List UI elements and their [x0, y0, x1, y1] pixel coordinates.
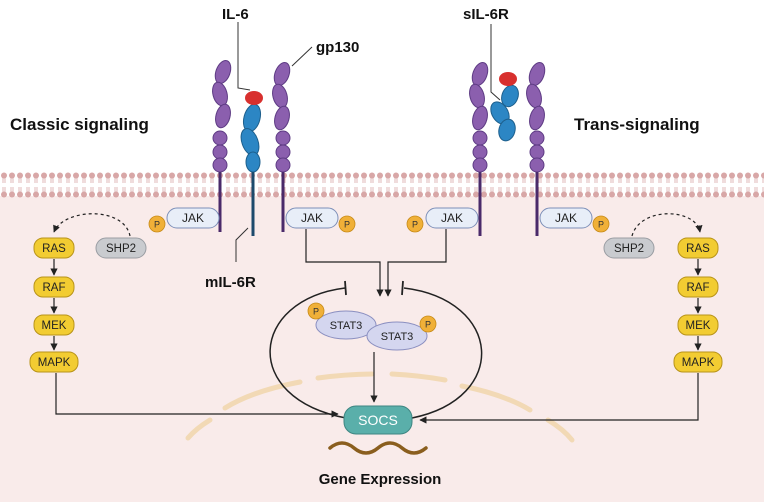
gp130-label: gp130 [316, 39, 359, 56]
p-badge-jak-left-2: P [338, 215, 356, 233]
mil6r-leader-line [235, 227, 249, 262]
mapk-right: MAPK [673, 351, 723, 373]
mapk-left: MAPK [29, 351, 79, 373]
il6-label: IL-6 [222, 6, 249, 23]
p-badge-stat3-right: P [419, 315, 437, 333]
svg-text:JAK: JAK [441, 211, 463, 225]
dna-strand [328, 441, 428, 455]
gp130-receptor-left-a [212, 59, 232, 232]
gp130-receptor-right-a [469, 61, 489, 236]
jak-right-2: JAK [539, 207, 593, 229]
svg-text:MAPK: MAPK [682, 357, 715, 369]
p-badge-jak-right-2: P [592, 215, 610, 233]
socs-inhibition-loop-right [403, 287, 483, 419]
cell-membrane [0, 172, 764, 198]
svg-text:MAPK: MAPK [38, 357, 71, 369]
inhibition-bar-left [344, 280, 347, 296]
jak-right-1: JAK [425, 207, 479, 229]
svg-text:P: P [154, 220, 160, 230]
svg-text:P: P [425, 320, 431, 330]
svg-text:P: P [598, 220, 604, 230]
svg-text:JAK: JAK [555, 211, 577, 225]
gp130-leader-line [291, 46, 313, 67]
raf-left: RAF [33, 276, 75, 298]
svg-text:RAF: RAF [687, 282, 710, 294]
mapk-to-socs-arrow-right [419, 373, 699, 424]
stat3-right: STAT3 [366, 321, 428, 351]
il6-leader-line [237, 22, 251, 91]
svg-text:SHP2: SHP2 [106, 243, 136, 255]
jak-to-stat3-arrow-right [384, 229, 447, 297]
svg-text:JAK: JAK [301, 211, 323, 225]
svg-text:RAS: RAS [686, 243, 710, 255]
svg-text:MEK: MEK [42, 320, 67, 332]
raf-right: RAF [677, 276, 719, 298]
trans-signaling-title: Trans-signaling [574, 115, 700, 134]
mek-right: MEK [677, 314, 719, 336]
jak-to-stat3-arrow-left [305, 229, 384, 297]
stat3-left: STAT3 [315, 310, 377, 340]
sil6r-label: sIL-6R [463, 6, 509, 23]
il6-ligand-right [499, 72, 517, 86]
svg-text:RAF: RAF [43, 282, 66, 294]
svg-text:SOCS: SOCS [358, 412, 398, 428]
svg-text:STAT3: STAT3 [330, 320, 363, 332]
svg-text:SHP2: SHP2 [614, 243, 644, 255]
svg-text:STAT3: STAT3 [381, 331, 414, 343]
svg-text:JAK: JAK [182, 211, 204, 225]
ras-right: RAS [677, 237, 719, 259]
inhibition-bar-right [401, 280, 404, 296]
svg-text:MEK: MEK [686, 320, 711, 332]
svg-text:P: P [412, 220, 418, 230]
mapk-to-socs-arrow-left [55, 373, 339, 418]
classic-signaling-title: Classic signaling [10, 115, 149, 134]
svg-text:P: P [344, 220, 350, 230]
socs-inhibition-loop-left [269, 287, 347, 419]
mil6r-label: mIL-6R [205, 274, 256, 291]
mek-left: MEK [33, 314, 75, 336]
jak-left-2: JAK [285, 207, 339, 229]
shp2-left: SHP2 [95, 237, 147, 259]
il6-ligand-left [245, 91, 263, 105]
svg-text:P: P [313, 307, 319, 317]
p-badge-jak-left-1: P [148, 215, 166, 233]
gene-expression-label: Gene Expression [319, 471, 442, 488]
jak-left-1: JAK [166, 207, 220, 229]
svg-text:RAS: RAS [42, 243, 66, 255]
socs-box: SOCS [343, 405, 413, 435]
sil6r-leader-line [490, 24, 501, 101]
shp2-right: SHP2 [603, 237, 655, 259]
shp2-to-ras-arrow-right [631, 213, 703, 237]
sil6r-soluble-receptor [490, 84, 519, 142]
gp130-receptor-left-b [272, 61, 291, 232]
ras-left: RAS [33, 237, 75, 259]
p-badge-jak-right-1: P [406, 215, 424, 233]
p-badge-stat3-left: P [307, 302, 325, 320]
gp130-receptor-right-b [526, 61, 546, 236]
